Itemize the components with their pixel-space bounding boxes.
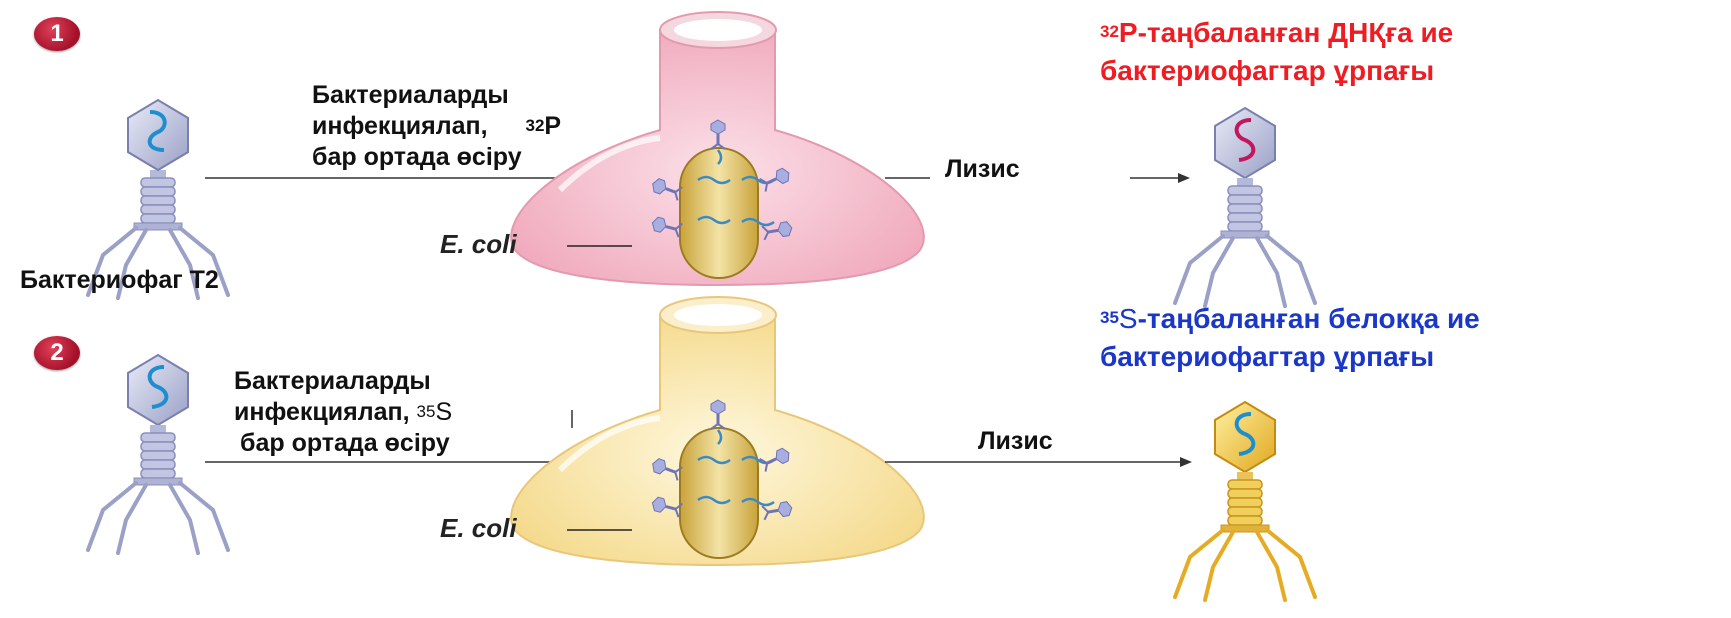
e-coli-label-row1: E. coli	[440, 229, 517, 260]
flask-row2	[511, 297, 924, 565]
result-label-row1: 32P-таңбаланған ДНҚға ие бактериофагтар …	[1100, 14, 1720, 90]
lysis-label-row2: Лизис	[978, 426, 1053, 457]
lysis-label-row1: Лизис	[945, 154, 1020, 185]
phage-t2-label: Бактериофаг Т2	[20, 265, 219, 296]
medium-label-row1: Бактериаларды инфекциялап, 32P бар ортад…	[312, 80, 602, 173]
e-coli-label-row2: E. coli	[440, 513, 517, 544]
isotope-row1: 32P	[526, 112, 562, 140]
medium-line3-row1: бар ортада өсіру	[312, 142, 602, 173]
step-2-badge: 2	[34, 336, 80, 370]
isotope-row2: 35S	[417, 398, 453, 426]
medium-line1-row1: Бактериаларды	[312, 80, 602, 111]
result-label-row2: 35S-таңбаланған белокқа ие бактериофагта…	[1100, 300, 1725, 376]
medium-label-row2: Бактериаларды инфекциялап, 35S бар ортад…	[234, 366, 534, 459]
progeny-phage-row2	[1175, 402, 1315, 600]
medium-line1-row2: Бактериаларды	[234, 366, 534, 397]
medium-line2-row1: инфекциялап, 32P	[312, 111, 602, 142]
medium-line2-row2: инфекциялап, 35S	[234, 397, 534, 428]
e-coli-cell-row1	[680, 148, 758, 278]
step-1-badge: 1	[34, 17, 80, 51]
progeny-phage-row1	[1175, 108, 1315, 306]
e-coli-cell-row2	[680, 428, 758, 558]
medium-line3-row2: бар ортада өсіру	[234, 428, 534, 459]
phage-t2-row2	[88, 355, 228, 553]
